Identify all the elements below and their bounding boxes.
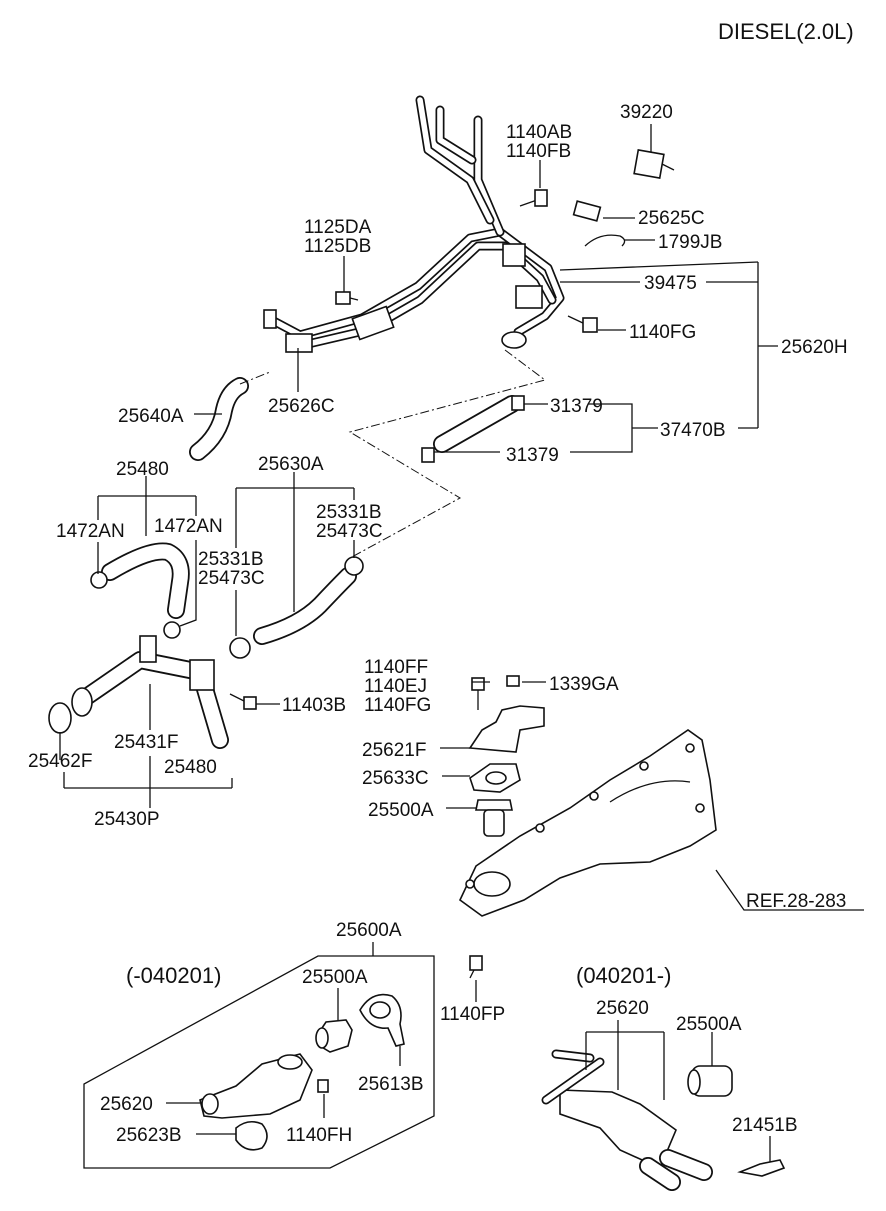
thermostat-25500A-mid [475, 799, 513, 837]
label-25633C: 25633C [362, 768, 429, 789]
clamp-1472AN-right [163, 621, 181, 639]
bracket-25625C [572, 200, 602, 222]
label-25500A-left: 25500A [302, 967, 368, 988]
hose-25640A [189, 377, 249, 461]
pipe-assembly-25620H [263, 95, 565, 353]
label-25480-top: 25480 [116, 459, 169, 480]
label-1140FP: 1140FP [440, 1004, 505, 1025]
label-21451B: 21451B [732, 1115, 798, 1136]
label-1140FG-mid: 1140FG [364, 695, 431, 716]
label-25473C-left: 25473C [198, 568, 265, 589]
label-25620-left: 25620 [100, 1094, 153, 1115]
housing-25620-right [541, 1049, 713, 1191]
bolt-1140FF [471, 677, 485, 710]
sensor-39220 [633, 148, 675, 180]
label-25473C-right: 25473C [316, 521, 383, 542]
label-1125DB: 1125DB [304, 236, 371, 257]
gasket-25633C [469, 763, 521, 793]
part-labels: 39220 1140AB 1140FB 25625C 1799JB 1125DA… [28, 102, 848, 1146]
label-31379-a: 31379 [550, 396, 603, 417]
label-25430P: 25430P [94, 809, 160, 830]
clip-1799JB [584, 234, 626, 247]
label-25625C: 25625C [638, 208, 705, 229]
label-25431F: 25431F [114, 732, 178, 753]
label-REF-28-283: REF.28-283 [746, 891, 846, 912]
label-25640A: 25640A [118, 406, 184, 427]
label-1140EJ: 1140EJ [364, 676, 427, 697]
hose-25480 [101, 542, 190, 619]
bolt-1140FH [317, 1079, 329, 1093]
bolt-1125DA [335, 291, 359, 305]
sensor-21451B [737, 1159, 786, 1177]
manifold-REF28-283 [458, 729, 717, 917]
label-1140FF: 1140FF [364, 657, 428, 678]
label-25630A: 25630A [258, 454, 324, 475]
label-39220: 39220 [620, 102, 673, 123]
thermostat-25500A-right [687, 1065, 733, 1097]
housing-25620-left [199, 1053, 313, 1119]
label-39475: 39475 [644, 273, 697, 294]
hose-25630A [229, 556, 364, 659]
label-1140FG-top: 1140FG [629, 322, 696, 343]
label-1472AN-left: 1472AN [56, 521, 125, 542]
label-25462F: 25462F [28, 751, 92, 772]
leader-lines [59, 124, 864, 1162]
pipe-25431F [71, 635, 229, 749]
dash-link-2 [239, 371, 271, 385]
label-25626C: 25626C [268, 396, 335, 417]
bolt-1140FG-top [567, 315, 598, 333]
dash-link-1 [348, 349, 547, 559]
label-1140FB: 1140FB [506, 141, 571, 162]
label-25500A-right: 25500A [676, 1014, 742, 1035]
label-25613B: 25613B [358, 1074, 424, 1095]
label-range-after-040201: (040201-) [576, 963, 671, 988]
label-25600A: 25600A [336, 920, 402, 941]
clamp-1472AN-left [90, 571, 108, 589]
label-25620-right: 25620 [596, 998, 649, 1019]
diagram-title: DIESEL(2.0L) [718, 19, 854, 44]
label-25620H: 25620H [781, 337, 848, 358]
label-1339GA: 1339GA [549, 674, 619, 695]
label-1125DA: 1125DA [304, 217, 372, 238]
thermostat-25500A-left [315, 1019, 353, 1053]
label-25623B: 25623B [116, 1125, 182, 1146]
bolt-11403B [229, 693, 257, 710]
label-25621F: 25621F [362, 740, 426, 761]
label-31379-b: 31379 [506, 445, 559, 466]
bolt-1140FP [469, 955, 483, 979]
housing-25621F [468, 705, 545, 753]
label-25331B-left: 25331B [198, 549, 264, 570]
label-1140FH: 1140FH [286, 1125, 352, 1146]
cover-25613B [359, 993, 405, 1047]
label-37470B: 37470B [660, 420, 726, 441]
nut-1339GA [506, 675, 520, 687]
label-25500A-mid: 25500A [368, 800, 434, 821]
bolt-1140AB [519, 189, 548, 207]
label-1799JB: 1799JB [658, 232, 722, 253]
label-1140AB: 1140AB [506, 122, 572, 143]
assembly-box-25600A [83, 955, 435, 1169]
label-25331B-right: 25331B [316, 502, 382, 523]
gasket-25462F [48, 702, 72, 734]
gasket-25623B [235, 1120, 268, 1151]
label-11403B: 11403B [282, 695, 346, 716]
label-25480-bottom: 25480 [164, 757, 217, 778]
hose-37470B [421, 395, 525, 463]
label-1472AN-right: 1472AN [154, 516, 223, 537]
label-range-before-040201: (-040201) [126, 963, 221, 988]
